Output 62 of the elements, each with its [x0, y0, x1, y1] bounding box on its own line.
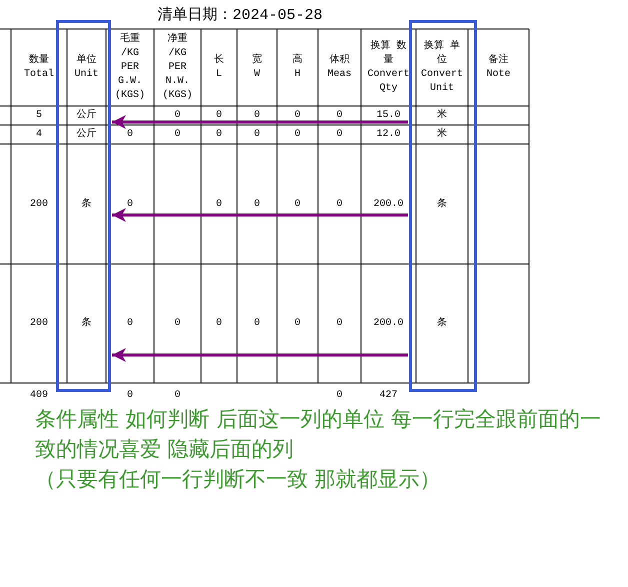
total-value: 0 [174, 388, 180, 402]
table-cell-text: 0 [336, 198, 342, 210]
table-cell-text: 0 [294, 198, 300, 210]
table-cell-text: 0 [294, 128, 300, 141]
table-cell-text: 条 [437, 198, 447, 210]
table-cell-text: 米 [437, 128, 447, 141]
table-cell-text: 条 [437, 317, 447, 330]
table-cell-text: 0 [216, 128, 222, 141]
table-cell-text: 条 [82, 198, 92, 210]
column-header: 毛重 /KG PER G.W. (KGS) [114, 32, 145, 102]
table-cell-text: 0 [294, 109, 300, 122]
total-value: 409 [30, 388, 48, 402]
table-cell-text: 5 [36, 109, 42, 122]
table-cell-text: 0 [126, 198, 133, 210]
table-cell-text: 0 [174, 109, 180, 122]
table-cell-text: 0 [216, 317, 222, 330]
date-title: 清单日期：2024-05-28 [156, 6, 324, 24]
annotation-note: （只要有任何一行判断不一致 那就都显示） [35, 466, 442, 493]
arrow [112, 208, 408, 222]
table-cell-text: 0 [174, 317, 180, 330]
table-cell-text: 公斤 [76, 128, 96, 141]
table-cell-text: 0 [216, 198, 222, 210]
column-header: 长 L [214, 54, 224, 82]
table-cell-text: 0 [126, 128, 133, 141]
table-cell-text: 200 [30, 317, 48, 330]
table-cell-text: 0 [254, 317, 260, 330]
annotation-note: 条件属性 如何判断 后面这一列的单位 每一行完全跟前面的一致的情况喜爱 隐藏后面的列 [35, 406, 602, 463]
table-cell-text: 200 [30, 198, 48, 210]
table-cell-text: 0 [294, 317, 300, 330]
table-cell-text: 0 [336, 317, 342, 330]
column-highlight-frame [409, 20, 477, 392]
table-cell-text: 0 [216, 109, 222, 122]
table-cell-text: 0 [254, 198, 260, 210]
column-header: 单位 Unit [74, 54, 98, 82]
arrow [112, 348, 408, 362]
table-cell-text: 200.0 [373, 198, 404, 210]
table-cell-text: 条 [82, 317, 92, 330]
column-highlight-frame [56, 20, 111, 392]
table-cell-text: 0 [126, 317, 133, 330]
column-header: 数量 Total [24, 54, 54, 82]
table-cell-text: 0 [254, 128, 260, 141]
table-cell-text: 15.0 [376, 109, 400, 122]
table-cell-text: 0 [336, 109, 342, 122]
column-header: 高 H [292, 54, 302, 82]
total-value: 427 [379, 388, 398, 402]
table-cell-text: 米 [437, 109, 447, 122]
total-value: 0 [126, 388, 133, 402]
column-header: 换算 单位 Convert Unit [421, 40, 463, 96]
column-header: 净重 /KG PER N.W. (KGS) [162, 32, 192, 102]
total-value: 0 [336, 388, 342, 402]
column-header: 备注 Note [486, 54, 510, 82]
column-header: 体积 Meas [328, 54, 352, 82]
table-cell-text: 4 [36, 128, 42, 141]
table-cell-text: 0 [174, 128, 180, 141]
table-cell-text: 0 [336, 128, 342, 141]
table-cell-text: 0 [254, 109, 260, 122]
table-cell-text: 200.0 [373, 317, 404, 330]
table-cell-text: 12.0 [376, 128, 400, 141]
column-header: 换算 数量 Convert Qty [368, 40, 410, 96]
table-cell-text: 公斤 [76, 109, 96, 122]
column-header: 宽 W [252, 54, 262, 82]
arrow [112, 115, 408, 129]
